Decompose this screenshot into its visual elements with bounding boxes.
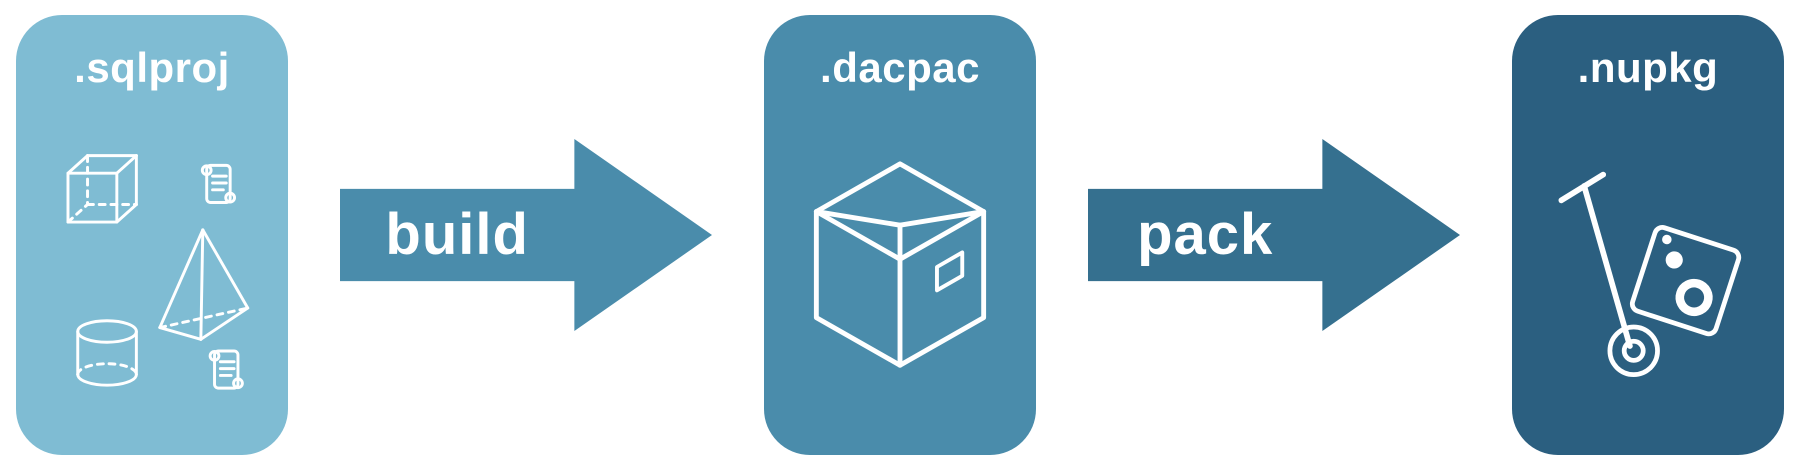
node-card-nupkg: .nupkg: [1512, 15, 1784, 455]
package-box-icon: [764, 89, 1036, 455]
sql-objects-icon: [16, 89, 288, 455]
arrow-pack-label: pack: [1137, 202, 1274, 267]
node-title-nupkg: .nupkg: [1577, 44, 1719, 91]
hand-truck-package-icon: [1512, 89, 1784, 455]
node-title-sqlproj: .sqlproj: [74, 44, 230, 91]
node-card-sqlproj: .sqlproj: [16, 15, 288, 455]
arrow-build: build: [340, 139, 712, 331]
node-title-dacpac: .dacpac: [820, 44, 980, 91]
arrow-build-label: build: [385, 202, 529, 267]
node-card-dacpac: .dacpac: [764, 15, 1036, 455]
arrow-pack: pack: [1088, 139, 1460, 331]
